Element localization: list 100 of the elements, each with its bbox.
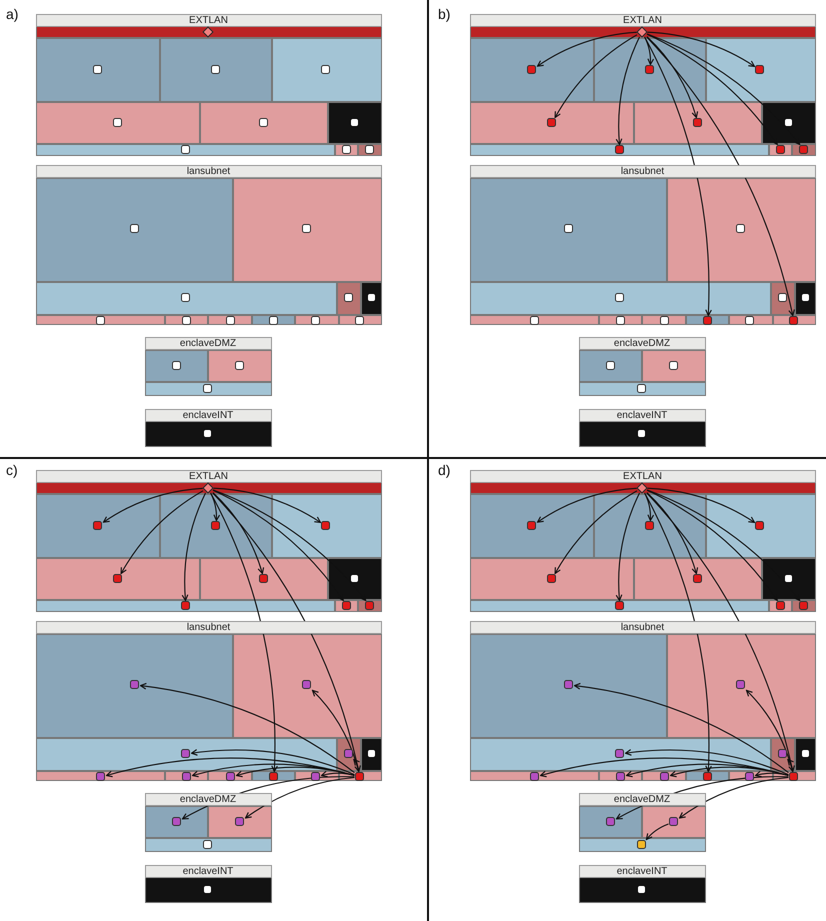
host-marker — [778, 293, 787, 302]
arrow — [646, 36, 698, 118]
arrow — [320, 770, 355, 778]
host-marker — [564, 224, 573, 233]
host-marker — [226, 772, 235, 781]
arrow — [182, 776, 354, 820]
host-marker — [355, 772, 364, 781]
host-marker — [351, 119, 358, 126]
group-panel — [470, 621, 816, 781]
host-marker — [342, 145, 351, 154]
group-title: enclaveDMZ — [614, 338, 670, 348]
host-marker — [755, 65, 764, 74]
host-marker — [269, 772, 278, 781]
arrow — [190, 749, 355, 776]
group-panel — [470, 14, 816, 156]
group-title: enclaveDMZ — [614, 794, 670, 804]
host-marker — [616, 772, 625, 781]
arrow — [787, 758, 794, 772]
arrow — [644, 492, 712, 772]
host-marker — [130, 680, 139, 689]
arrow — [644, 36, 654, 66]
arrow — [646, 36, 795, 316]
arrow — [212, 488, 322, 523]
arrow — [746, 690, 794, 772]
group-panel — [579, 793, 706, 852]
arrow — [212, 492, 361, 772]
host-marker — [311, 772, 320, 781]
group-title: EXTLAN — [189, 14, 228, 26]
host-marker — [181, 145, 190, 154]
group-panel — [579, 337, 706, 396]
arrow — [646, 492, 795, 772]
panel-label: b) — [438, 6, 450, 22]
host-marker — [669, 817, 678, 826]
group-panel — [36, 165, 382, 325]
host-marker — [693, 118, 702, 127]
group-title: enclaveINT — [182, 866, 234, 876]
host-marker — [564, 680, 573, 689]
host-marker — [235, 817, 244, 826]
host-marker — [776, 145, 785, 154]
host-marker — [130, 224, 139, 233]
host-marker — [799, 601, 808, 610]
host-marker — [615, 145, 624, 154]
arrow — [212, 492, 264, 574]
host-marker — [530, 772, 539, 781]
panel-label: d) — [438, 462, 450, 478]
arrow — [616, 36, 640, 146]
arrow — [210, 492, 278, 772]
host-marker — [204, 886, 211, 893]
group-panel — [470, 165, 816, 325]
host-marker — [637, 840, 646, 849]
host-marker — [547, 574, 556, 583]
host-marker — [235, 361, 244, 370]
host-marker — [736, 680, 745, 689]
host-marker — [638, 886, 645, 893]
host-marker — [645, 521, 654, 530]
group-title: EXTLAN — [623, 470, 662, 482]
host-marker — [606, 361, 615, 370]
host-marker — [799, 145, 808, 154]
group-title: enclaveINT — [182, 410, 234, 420]
arrow — [624, 749, 789, 776]
host-marker — [802, 750, 809, 757]
group-title: EXTLAN — [189, 470, 228, 482]
group-title: enclaveDMZ — [180, 338, 236, 348]
host-marker — [344, 749, 353, 758]
arrow — [616, 492, 640, 602]
host-marker — [789, 772, 798, 781]
host-marker — [172, 817, 181, 826]
host-marker — [616, 316, 625, 325]
host-marker — [204, 430, 211, 437]
host-marker — [736, 224, 745, 233]
host-marker — [269, 316, 278, 325]
host-marker — [527, 521, 536, 530]
host-marker — [785, 119, 792, 126]
host-marker — [321, 65, 330, 74]
host-marker — [527, 65, 536, 74]
group-panel — [36, 621, 382, 781]
host-marker — [182, 772, 191, 781]
host-marker — [365, 601, 374, 610]
host-marker — [181, 293, 190, 302]
host-marker — [93, 65, 102, 74]
arrow — [102, 488, 204, 523]
group-title: lansubnet — [186, 166, 230, 176]
host-marker — [785, 575, 792, 582]
host-marker — [259, 118, 268, 127]
host-marker — [669, 361, 678, 370]
host-marker — [96, 772, 105, 781]
host-marker — [638, 430, 645, 437]
arrow — [554, 34, 638, 118]
arrow — [312, 690, 360, 772]
host-marker — [203, 840, 212, 849]
host-marker — [113, 574, 122, 583]
host-marker — [342, 601, 351, 610]
arrow — [644, 36, 712, 316]
host-marker — [302, 224, 311, 233]
group-title: enclaveINT — [616, 866, 668, 876]
host-marker — [615, 293, 624, 302]
host-marker — [113, 118, 122, 127]
host-marker — [344, 293, 353, 302]
host-marker — [745, 316, 754, 325]
host-marker — [637, 384, 646, 393]
